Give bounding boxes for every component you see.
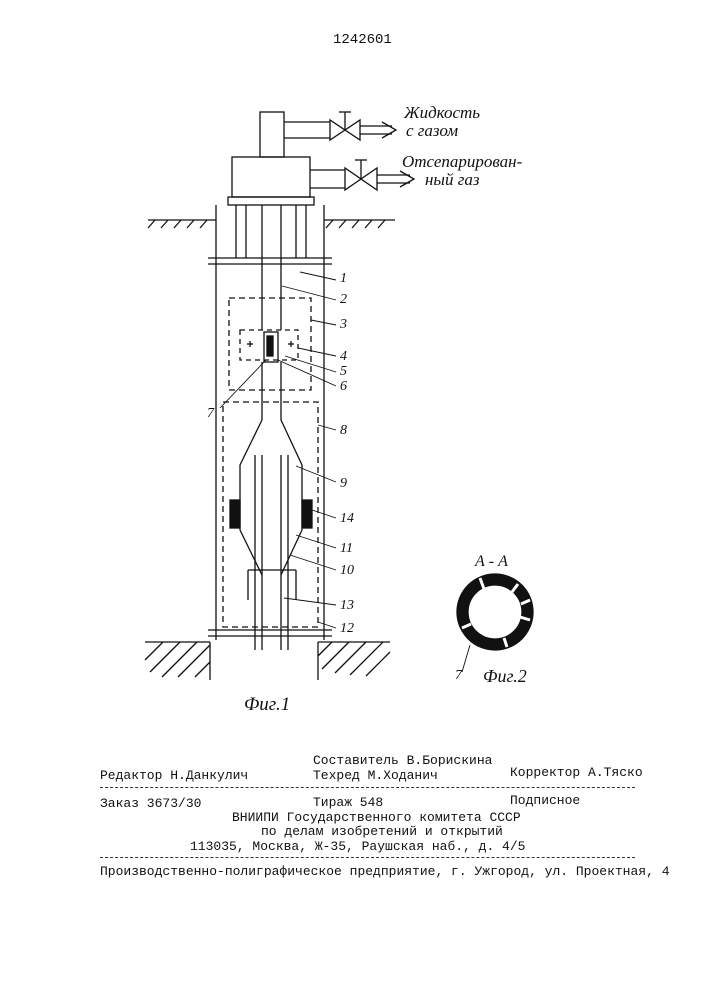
outlet-liquid-label-2: с газом bbox=[406, 121, 458, 141]
fig2-callout-7: 7 bbox=[455, 668, 462, 684]
callout-14: 14 bbox=[340, 511, 354, 527]
slot-7 bbox=[247, 332, 294, 362]
casing-pipe bbox=[208, 205, 332, 640]
org-line-1: ВНИИПИ Государственного комитета СССР bbox=[232, 810, 521, 825]
callout-9: 9 bbox=[340, 476, 347, 492]
fig1-caption: Фиг.1 bbox=[244, 694, 290, 716]
separator-body bbox=[240, 410, 302, 650]
patent-number: 1242601 bbox=[333, 32, 392, 48]
callout-13: 13 bbox=[340, 598, 354, 614]
wellhead-upper-pipe bbox=[260, 112, 330, 157]
circulation-line: Тираж 548 bbox=[313, 795, 383, 810]
callout-3: 3 bbox=[340, 317, 347, 333]
colophon-divider-1 bbox=[100, 787, 635, 788]
section-label: А - А bbox=[475, 553, 508, 571]
printer-line: Производственно-полиграфическое предприя… bbox=[100, 864, 670, 879]
callout-6: 6 bbox=[340, 379, 347, 395]
callout-8: 8 bbox=[340, 423, 347, 439]
packer-14 bbox=[230, 500, 312, 528]
corrector-line: Корректор А.Тяско bbox=[510, 765, 643, 780]
ground-surface bbox=[148, 220, 395, 228]
subscription-line: Подписное bbox=[510, 793, 580, 808]
callout-11: 11 bbox=[340, 541, 353, 557]
composer-line: Составитель В.Борискина bbox=[313, 753, 492, 768]
separator-head bbox=[228, 157, 345, 205]
outlet-liquid-label-1: Жидкость bbox=[404, 103, 480, 123]
callout-1: 1 bbox=[340, 271, 347, 287]
callout-4: 4 bbox=[340, 349, 347, 365]
bottom-ground-hatch bbox=[145, 642, 390, 680]
callout-2: 2 bbox=[340, 292, 347, 308]
org-line-2: по делам изобретений и открытий bbox=[261, 824, 503, 839]
outlet-gas-label-1: Отсепарирован- bbox=[402, 152, 522, 172]
fig2-cross-section bbox=[457, 574, 533, 672]
editor-line: Редактор Н.Данкулич bbox=[100, 768, 248, 783]
tubing-pipes bbox=[236, 205, 306, 330]
callout-10: 10 bbox=[340, 563, 354, 579]
fig2-caption: Фиг.2 bbox=[483, 666, 527, 687]
callout-5: 5 bbox=[340, 364, 347, 380]
address-line: 113035, Москва, Ж-35, Раушская наб., д. … bbox=[190, 839, 525, 854]
top-valve-icon bbox=[330, 112, 396, 140]
order-line: Заказ 3673/30 bbox=[100, 796, 201, 811]
outlet-gas-label-2: ный газ bbox=[425, 170, 479, 190]
colophon-divider-2 bbox=[100, 857, 635, 858]
callout-7: 7 bbox=[207, 406, 214, 422]
callout-12: 12 bbox=[340, 621, 354, 637]
techred-line: Техред М.Ходанич bbox=[313, 768, 438, 783]
